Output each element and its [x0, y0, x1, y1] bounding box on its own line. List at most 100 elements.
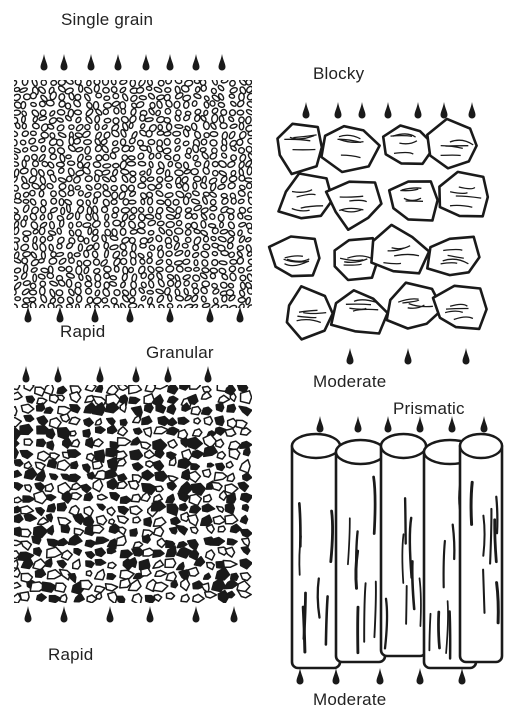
- sand-grain: [247, 228, 254, 234]
- sand-grain: [113, 220, 121, 226]
- soil-block: [383, 126, 435, 164]
- sand-grain: [137, 252, 144, 258]
- soil-crumb: [133, 416, 141, 423]
- sand-grain: [130, 79, 136, 86]
- soil-crumb: [216, 463, 225, 470]
- sand-grain: [229, 305, 238, 311]
- sand-grain: [247, 166, 253, 175]
- sand-grain: [245, 145, 253, 153]
- soil-crumb: [223, 561, 237, 568]
- water-drop-icon: [237, 306, 244, 323]
- sand-grain: [147, 290, 154, 294]
- sand-grain: [176, 183, 183, 189]
- sand-grain: [49, 110, 56, 117]
- sand-grain: [204, 132, 210, 138]
- sand-grain: [148, 140, 155, 145]
- soil-crumb: [130, 450, 143, 460]
- sand-grain: [246, 183, 252, 189]
- sand-grain: [212, 161, 218, 167]
- sand-grain: [127, 162, 135, 166]
- soil-crumb: [225, 515, 238, 524]
- sand-grain: [209, 100, 215, 107]
- sand-grain: [173, 235, 180, 242]
- sand-grain: [14, 267, 22, 274]
- sand-grain: [93, 161, 101, 168]
- sand-grain: [166, 279, 174, 287]
- soil-crumb: [178, 417, 189, 424]
- sand-grain: [19, 87, 28, 93]
- sand-grain: [247, 153, 255, 162]
- sand-grain: [166, 221, 175, 227]
- soil-crumb: [142, 484, 157, 495]
- sand-grain: [84, 191, 92, 198]
- sand-grain: [245, 297, 251, 305]
- sand-grain: [192, 244, 200, 252]
- soil-crumb: [144, 428, 152, 437]
- soil-block: [321, 126, 379, 172]
- sand-grain: [229, 175, 238, 182]
- sand-grain: [166, 251, 173, 257]
- sand-grain: [166, 123, 171, 130]
- sand-grain: [130, 108, 137, 116]
- sand-grain: [164, 138, 171, 146]
- water-drop-icon: [303, 102, 310, 119]
- soil-crumb: [71, 493, 81, 500]
- sand-grain: [12, 289, 16, 295]
- sand-grain: [113, 289, 121, 297]
- soil-crumb: [168, 396, 178, 403]
- soil-crumb: [81, 580, 93, 589]
- sand-grain: [22, 204, 30, 213]
- sand-grain: [38, 273, 46, 280]
- soil-crumb: [84, 493, 93, 501]
- soil-crumb: [204, 417, 212, 426]
- soil-crumb: [92, 525, 103, 533]
- soil-crumb: [35, 462, 45, 470]
- sand-grain: [56, 117, 63, 123]
- soil-crumb: [216, 568, 230, 580]
- sand-grain: [183, 140, 190, 146]
- sand-grain: [174, 77, 182, 84]
- sand-grain: [114, 266, 119, 272]
- sand-grain: [74, 252, 80, 257]
- soil-prism: [336, 446, 385, 662]
- sand-grain: [200, 213, 208, 221]
- soil-crumb: [95, 560, 105, 566]
- sand-grain: [66, 279, 72, 287]
- sand-grain: [113, 163, 120, 168]
- prism-cap: [292, 434, 340, 458]
- sand-grain: [85, 156, 91, 160]
- water-drop-icon: [297, 668, 304, 685]
- sand-grain: [237, 110, 244, 115]
- sand-grain: [145, 214, 154, 219]
- sand-grain: [217, 183, 226, 190]
- sand-grain: [139, 175, 147, 183]
- sand-grain: [122, 273, 129, 281]
- sand-grain: [221, 152, 228, 159]
- sand-grain: [13, 257, 22, 264]
- sand-grain: [175, 265, 184, 273]
- water-drop-icon: [92, 306, 99, 323]
- soil-crumb: [117, 596, 125, 604]
- soil-crumb: [227, 473, 234, 481]
- sand-grain: [183, 101, 190, 109]
- sand-grain: [58, 257, 67, 265]
- block-texture: [391, 136, 413, 137]
- single-grain-title: Single grain: [61, 10, 153, 30]
- sand-grain: [128, 267, 135, 274]
- soil-crumb: [153, 461, 164, 472]
- sand-grain: [229, 109, 237, 117]
- soil-block: [439, 172, 487, 216]
- sand-grain: [129, 115, 138, 124]
- sand-grain: [147, 219, 156, 226]
- soil-crumb: [242, 538, 250, 546]
- sand-grain: [50, 190, 58, 198]
- sand-grain: [102, 198, 110, 207]
- prismatic-drainage-label: Moderate: [313, 690, 386, 710]
- soil-crumb: [211, 482, 222, 490]
- sand-grain: [194, 260, 198, 266]
- sand-grain: [139, 258, 146, 265]
- soil-crumb: [129, 385, 142, 394]
- sand-grain: [68, 257, 75, 264]
- sand-grain: [245, 215, 252, 220]
- soil-crumb: [116, 536, 126, 546]
